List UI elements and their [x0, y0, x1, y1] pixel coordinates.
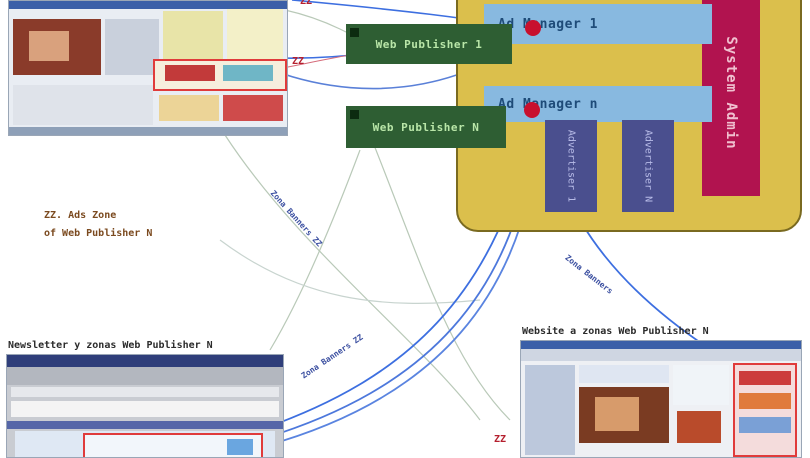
advertiser-column-a-label: Advertiser 1 [565, 129, 577, 203]
link-grey-3 [269, 149, 361, 351]
zone-marker-top-2: ZZ [292, 56, 305, 67]
web-publisher-n-box: Web Publisher N [346, 106, 506, 148]
newsletter-title: Newsletter y zonas Web Publisher N [8, 340, 213, 351]
node-dot-manager-1 [525, 20, 541, 36]
link-grey-5 [219, 239, 481, 304]
advertiser-column-b-label: Advertiser N [642, 129, 654, 203]
web-publisher-n-label: Web Publisher N [372, 120, 480, 134]
website-title: Website a zonas Web Publisher N [522, 326, 709, 337]
link-grey-1 [224, 134, 481, 421]
ad-manager-1-label: Ad Manager 1 [498, 16, 598, 32]
ad-manager-1-box: Ad Manager 1 [484, 4, 712, 44]
web-publisher-1-box: Web Publisher 1 [346, 24, 512, 64]
website-thumbnail-top [8, 0, 288, 136]
web-publisher-1-label: Web Publisher 1 [375, 37, 483, 51]
zone-marker-bottom: ZZ [494, 434, 507, 445]
advertiser-column-b: Advertiser N [622, 120, 674, 212]
newsletter-thumbnail [6, 354, 284, 458]
zone-label-line-2: of Web Publisher N [44, 228, 153, 239]
node-dot-manager-n [524, 102, 540, 118]
publisher-1-marker-icon [350, 28, 359, 37]
publisher-n-marker-icon [350, 110, 359, 119]
system-admin-label: System Admin [723, 36, 739, 150]
ad-manager-n-box: Ad Manager n [484, 86, 712, 122]
website-thumbnail-bottom [520, 340, 802, 458]
ad-manager-n-label: Ad Manager n [498, 96, 598, 112]
advertiser-column-a: Advertiser 1 [545, 120, 597, 212]
zone-marker-top-1: ZZ [300, 0, 313, 7]
zone-label-line-1: ZZ. Ads Zone [44, 210, 117, 221]
